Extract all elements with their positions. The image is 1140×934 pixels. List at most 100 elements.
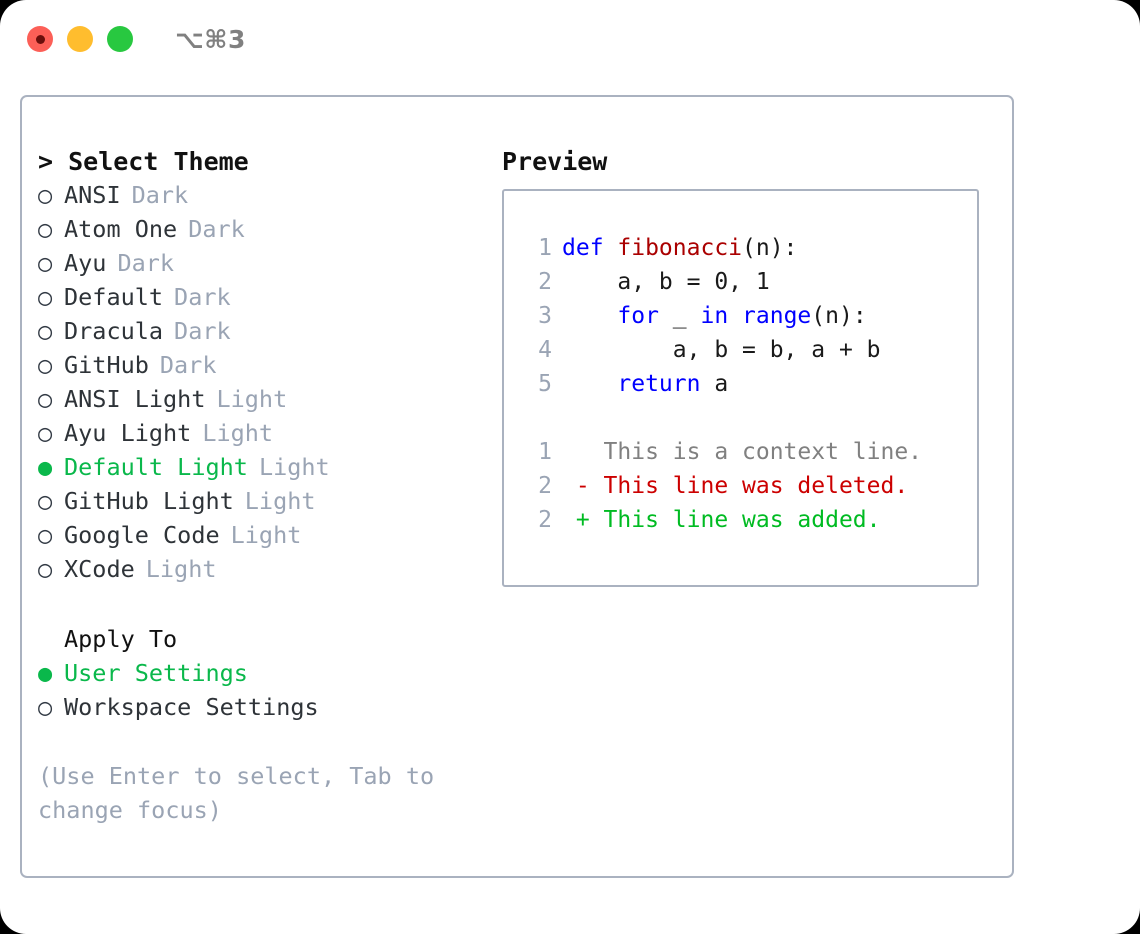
record-indicator-icon [35,34,45,44]
code-line: 1 This is a context line. [522,439,977,473]
code-line-content: a, b = b, a + b [562,337,881,363]
close-button[interactable] [27,26,53,52]
line-number: 1 [538,235,552,261]
theme-name: Ayu Light [64,419,192,447]
radio-selected-icon[interactable]: ● [38,453,53,481]
theme-list-item[interactable]: ○ GitHub Light Light [38,487,498,521]
radio-unselected-icon[interactable]: ○ [38,487,53,515]
radio-unselected-icon[interactable]: ○ [38,385,53,413]
line-number: 3 [538,303,552,329]
code-token: def [562,235,618,261]
line-number: 2 [538,269,552,295]
theme-variant-tag: Light [145,555,217,583]
theme-name: GitHub Light [64,487,234,515]
code-token [562,371,617,397]
code-token: (n): [811,303,867,329]
window-controls [27,26,133,52]
line-number: 5 [538,371,552,397]
radio-selected-icon[interactable]: ● [38,659,53,687]
code-line: 1 def fibonacci(n): [522,235,977,269]
code-line: 2 a, b = 0, 1 [522,269,977,303]
radio-unselected-icon[interactable]: ○ [38,249,53,277]
theme-list-item[interactable]: ○ GitHub Dark [38,351,498,385]
radio-unselected-icon[interactable]: ○ [38,283,53,311]
minimize-button[interactable] [67,26,93,52]
theme-variant-tag: Dark [117,249,175,277]
code-token: a, b = 0, 1 [562,269,770,295]
theme-name: Dracula [64,317,164,345]
theme-name: ANSI [64,181,121,209]
code-line-content: - This line was deleted. [562,473,908,499]
radio-unselected-icon[interactable]: ○ [38,215,53,243]
theme-name: Ayu [64,249,107,277]
code-line-content: for _ in range(n): [562,303,867,329]
code-token: fibonacci [617,235,743,261]
keyboard-shortcut-label: ⌥⌘3 [175,24,246,54]
theme-list-item[interactable]: ○ XCode Light [38,555,498,589]
code-token: + This line was added. [562,507,881,533]
theme-variant-tag: Dark [159,351,217,379]
theme-name: ANSI Light [64,385,206,413]
theme-variant-tag: Light [258,453,330,481]
radio-unselected-icon[interactable]: ○ [38,419,53,447]
code-line-content: + This line was added. [562,507,881,533]
radio-unselected-icon[interactable]: ○ [38,693,53,721]
code-line: 2 - This line was deleted. [522,473,977,507]
code-token: range [742,303,812,329]
code-line-content: a, b = 0, 1 [562,269,770,295]
theme-variant-tag: Light [202,419,274,447]
apply-to-option[interactable]: ●User Settings [38,659,498,693]
titlebar: ⌥⌘3 [0,0,1140,78]
code-line: 4 a, b = b, a + b [522,337,977,371]
code-token: a, b = b, a + b [562,337,881,363]
select-theme-header: > Select Theme [38,147,249,176]
apply-to-label: Workspace Settings [64,693,319,721]
theme-list-item[interactable]: ○ Ayu Light Light [38,419,498,453]
radio-unselected-icon[interactable]: ○ [38,555,53,583]
apply-to-option[interactable]: ○ Workspace Settings [38,693,498,727]
apply-to-list[interactable]: ●User Settings○ Workspace Settings [38,659,498,727]
code-line-content: This is a context line. [562,439,923,465]
apply-to-header: Apply To [64,625,178,653]
code-token: (n): [742,235,798,261]
code-token: This is a context line. [562,439,923,465]
theme-variant-tag: Light [244,487,316,515]
line-number: 2 [538,473,552,499]
theme-name: Default [64,283,164,311]
code-token [562,303,617,329]
theme-name: XCode [64,555,135,583]
radio-unselected-icon[interactable]: ○ [38,317,53,345]
theme-list-item[interactable]: ○ Ayu Dark [38,249,498,283]
line-number: 1 [538,439,552,465]
code-token: a [700,371,729,397]
theme-list-item[interactable]: ● Default Light Light [38,453,498,487]
code-token: for [617,303,659,329]
code-token: - This line was deleted. [562,473,909,499]
maximize-button[interactable] [107,26,133,52]
theme-variant-tag: Light [230,521,302,549]
code-line-content: return a [562,371,728,397]
code-line-content: def fibonacci(n): [562,235,797,261]
code-token: return [617,371,701,397]
theme-list-item[interactable]: ○ ANSI Dark [38,181,498,215]
theme-name: Default Light [64,453,248,481]
theme-variant-tag: Dark [131,181,189,209]
radio-unselected-icon[interactable]: ○ [38,181,53,209]
theme-name: GitHub [64,351,149,379]
code-line [522,405,977,439]
code-line: 3 for _ in range(n): [522,303,977,337]
preview-header: Preview [502,147,608,176]
radio-unselected-icon[interactable]: ○ [38,521,53,549]
radio-unselected-icon[interactable]: ○ [38,351,53,379]
